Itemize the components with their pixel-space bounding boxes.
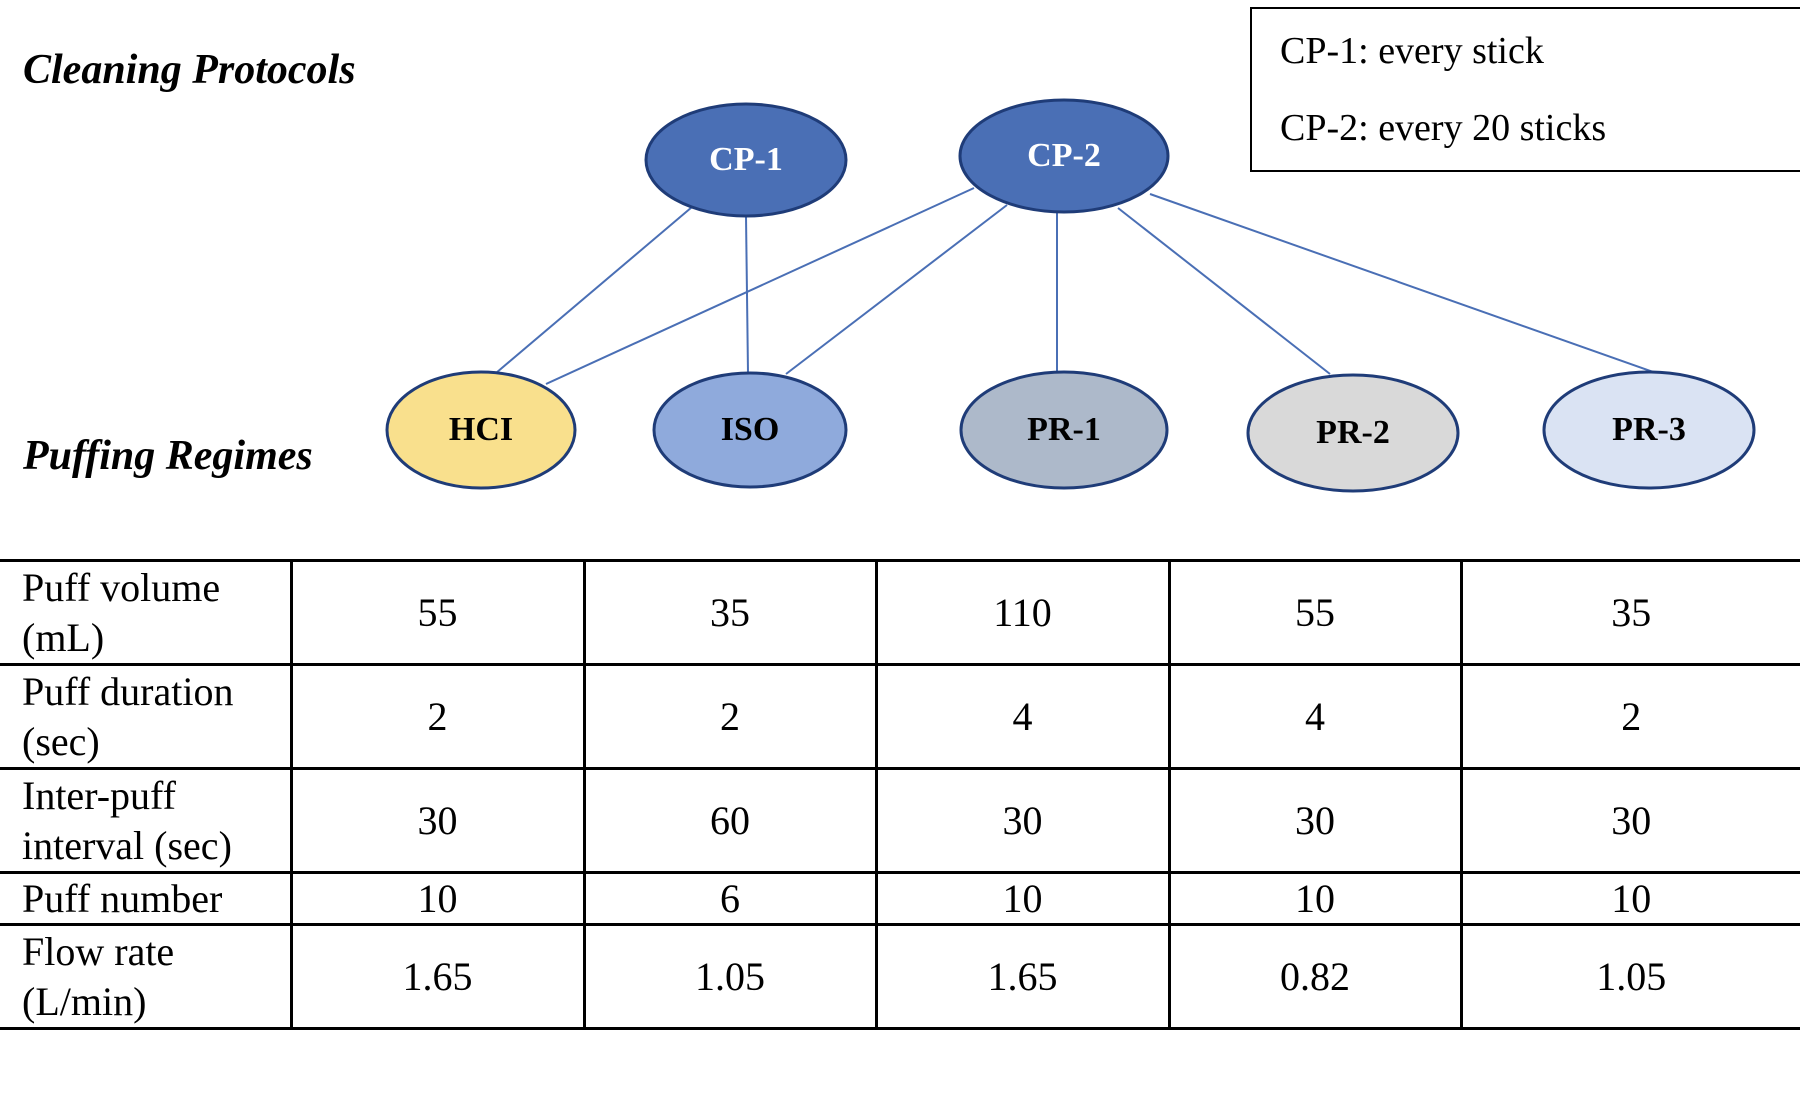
param-value: 2 xyxy=(582,663,878,770)
param-value: 10 xyxy=(1459,871,1800,926)
param-value: 2 xyxy=(1459,663,1800,770)
edge-cp-1-hci xyxy=(495,206,693,374)
regime-node-iso: ISO xyxy=(652,371,848,489)
regime-node-pr-3: PR-3 xyxy=(1542,370,1756,490)
param-name: Puff duration (sec) xyxy=(0,663,293,770)
param-value: 2 xyxy=(289,663,586,770)
legend-cp2: CP-2: every 20 sticks xyxy=(1280,107,1607,149)
param-value: 1.05 xyxy=(1459,923,1800,1030)
protocol-label: CP-2 xyxy=(1027,137,1101,174)
regime-ellipse xyxy=(959,370,1169,490)
regime-node-hci: HCI xyxy=(385,370,577,490)
param-value: 30 xyxy=(874,767,1171,874)
regime-ellipse xyxy=(1246,373,1460,493)
param-name: Flow rate (L/min) xyxy=(0,923,293,1030)
param-value: 6 xyxy=(582,871,878,926)
regime-node-pr-2: PR-2 xyxy=(1246,373,1460,493)
param-value: 55 xyxy=(289,559,586,666)
table-row: Puff volume (mL) 55 35 110 55 35 xyxy=(0,559,1800,666)
protocol-node-cp-1: CP-1 xyxy=(644,102,848,218)
edges-group xyxy=(495,187,1657,385)
param-value: 4 xyxy=(1167,663,1463,770)
table-row: Puff duration (sec) 2 2 4 4 2 xyxy=(0,663,1800,770)
param-value: 30 xyxy=(1167,767,1463,874)
table-row: Puff number 10 6 10 10 10 xyxy=(0,871,1800,926)
regime-label: PR-3 xyxy=(1612,411,1686,448)
regime-label: ISO xyxy=(721,411,780,448)
regime-node-pr-1: PR-1 xyxy=(959,370,1169,490)
param-value: 60 xyxy=(582,767,878,874)
param-value: 4 xyxy=(874,663,1171,770)
edge-cp-2-iso xyxy=(785,204,1008,375)
protocol-label: CP-1 xyxy=(709,141,783,178)
param-value: 10 xyxy=(289,871,586,926)
param-name: Puff number xyxy=(0,871,293,926)
protocol-ellipse xyxy=(958,98,1170,214)
param-name: Inter-puff interval (sec) xyxy=(0,767,293,874)
table-row: Inter-puff interval (sec) 30 60 30 30 30 xyxy=(0,767,1800,874)
regime-label: HCI xyxy=(449,411,513,448)
param-value: 10 xyxy=(1167,871,1463,926)
protocol-legend: CP-1: every stick CP-2: every 20 sticks xyxy=(1250,7,1800,172)
edge-cp-2-pr-2 xyxy=(1117,207,1331,375)
edge-cp-1-iso xyxy=(745,215,749,374)
regime-ellipse xyxy=(652,371,848,489)
param-value: 35 xyxy=(582,559,878,666)
param-name: Puff volume (mL) xyxy=(0,559,293,666)
param-value: 0.82 xyxy=(1167,923,1463,1030)
table-row: Flow rate (L/min) 1.65 1.05 1.65 0.82 1.… xyxy=(0,923,1800,1030)
regime-label: PR-1 xyxy=(1027,411,1101,448)
regime-label: PR-2 xyxy=(1316,414,1390,451)
param-value: 55 xyxy=(1167,559,1463,666)
param-value: 30 xyxy=(289,767,586,874)
param-value: 1.65 xyxy=(289,923,586,1030)
param-value: 10 xyxy=(874,871,1171,926)
protocol-ellipse xyxy=(644,102,848,218)
param-value: 1.05 xyxy=(582,923,878,1030)
protocol-node-cp-2: CP-2 xyxy=(958,98,1170,214)
regime-ellipse xyxy=(385,370,577,490)
param-value: 30 xyxy=(1459,767,1800,874)
edge-cp-2-hci xyxy=(545,187,975,385)
param-value: 110 xyxy=(874,559,1171,666)
regime-ellipse xyxy=(1542,370,1756,490)
puffing-regimes-label: Puffing Regimes xyxy=(23,433,313,479)
param-value: 35 xyxy=(1459,559,1800,666)
cleaning-protocols-label: Cleaning Protocols xyxy=(23,47,356,93)
legend-cp1: CP-1: every stick xyxy=(1280,30,1544,72)
edge-cp-2-pr-3 xyxy=(1149,193,1657,374)
puffing-parameters-table: Puff volume (mL) 55 35 110 55 35 Puff du… xyxy=(0,559,1800,1030)
param-value: 1.65 xyxy=(874,923,1171,1030)
